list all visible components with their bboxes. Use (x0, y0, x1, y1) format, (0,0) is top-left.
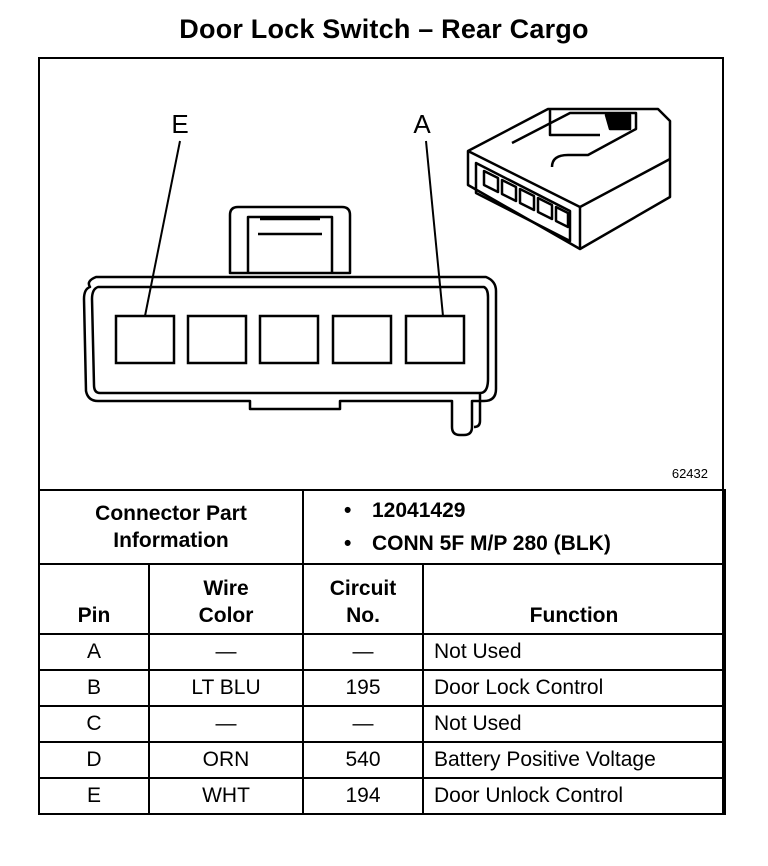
cell-function: Not Used (421, 705, 727, 743)
cavity-e (114, 314, 176, 365)
connector-latch (228, 205, 352, 275)
part-description: CONN 5F M/P 280 (BLK) (344, 527, 724, 560)
page-title: Door Lock Switch – Rear Cargo (179, 14, 589, 44)
cell-wire-color: ORN (148, 741, 304, 779)
cavity-c (258, 314, 320, 365)
cell-function: Not Used (421, 633, 727, 671)
cell-wire-color: — (148, 633, 304, 671)
cell-pin: D (38, 741, 150, 779)
table-row: A — — Not Used (38, 633, 727, 671)
leader-a (425, 140, 444, 317)
col-header-pin: Pin (38, 563, 150, 635)
cell-wire-color: WHT (148, 777, 304, 815)
table-row: E WHT 194 Door Unlock Control (38, 777, 727, 815)
cell-circuit: — (302, 705, 424, 743)
connector-diagram: E A (82, 107, 672, 437)
cell-function: Door Unlock Control (421, 777, 727, 815)
cell-wire-color: — (148, 705, 304, 743)
table-row: C — — Not Used (38, 705, 727, 743)
cavity-d (186, 314, 248, 365)
col-header-function: Function (421, 563, 727, 635)
pin-label-e: E (171, 109, 188, 139)
cell-circuit: 540 (302, 741, 424, 779)
cell-circuit: — (302, 633, 424, 671)
connector-housing (82, 275, 498, 437)
part-info-values: 12041429 CONN 5F M/P 280 (BLK) (301, 489, 727, 565)
part-number: 12041429 (344, 494, 724, 527)
table-row: B LT BLU 195 Door Lock Control (38, 669, 727, 707)
pin-label-a: A (413, 109, 431, 139)
figure-number: 62432 (671, 466, 708, 481)
part-info-label: Connector Part Information (38, 489, 304, 565)
cell-wire-color: LT BLU (148, 669, 304, 707)
cell-pin: C (38, 705, 150, 743)
leader-e (144, 140, 181, 317)
cavity-b (331, 314, 393, 365)
col-header-circuit: Circuit No. (302, 563, 424, 635)
header-row: Pin Wire Color Circuit No. Function (38, 563, 727, 635)
cavity-a (404, 314, 466, 365)
part-info-row: Connector Part Information 12041429 CONN… (38, 489, 727, 565)
cell-circuit: 195 (302, 669, 424, 707)
connector-iso-view (466, 107, 672, 251)
table-row: D ORN 540 Battery Positive Voltage (38, 741, 727, 779)
connector-table: Connector Part Information 12041429 CONN… (38, 489, 727, 815)
col-header-wire-color: Wire Color (148, 563, 304, 635)
cell-function: Door Lock Control (421, 669, 727, 707)
cell-pin: A (38, 633, 150, 671)
diagram-frame: E A 62432 Connector Part (38, 57, 727, 815)
cell-function: Battery Positive Voltage (421, 741, 727, 779)
cell-pin: E (38, 777, 150, 815)
cell-pin: B (38, 669, 150, 707)
cell-circuit: 194 (302, 777, 424, 815)
